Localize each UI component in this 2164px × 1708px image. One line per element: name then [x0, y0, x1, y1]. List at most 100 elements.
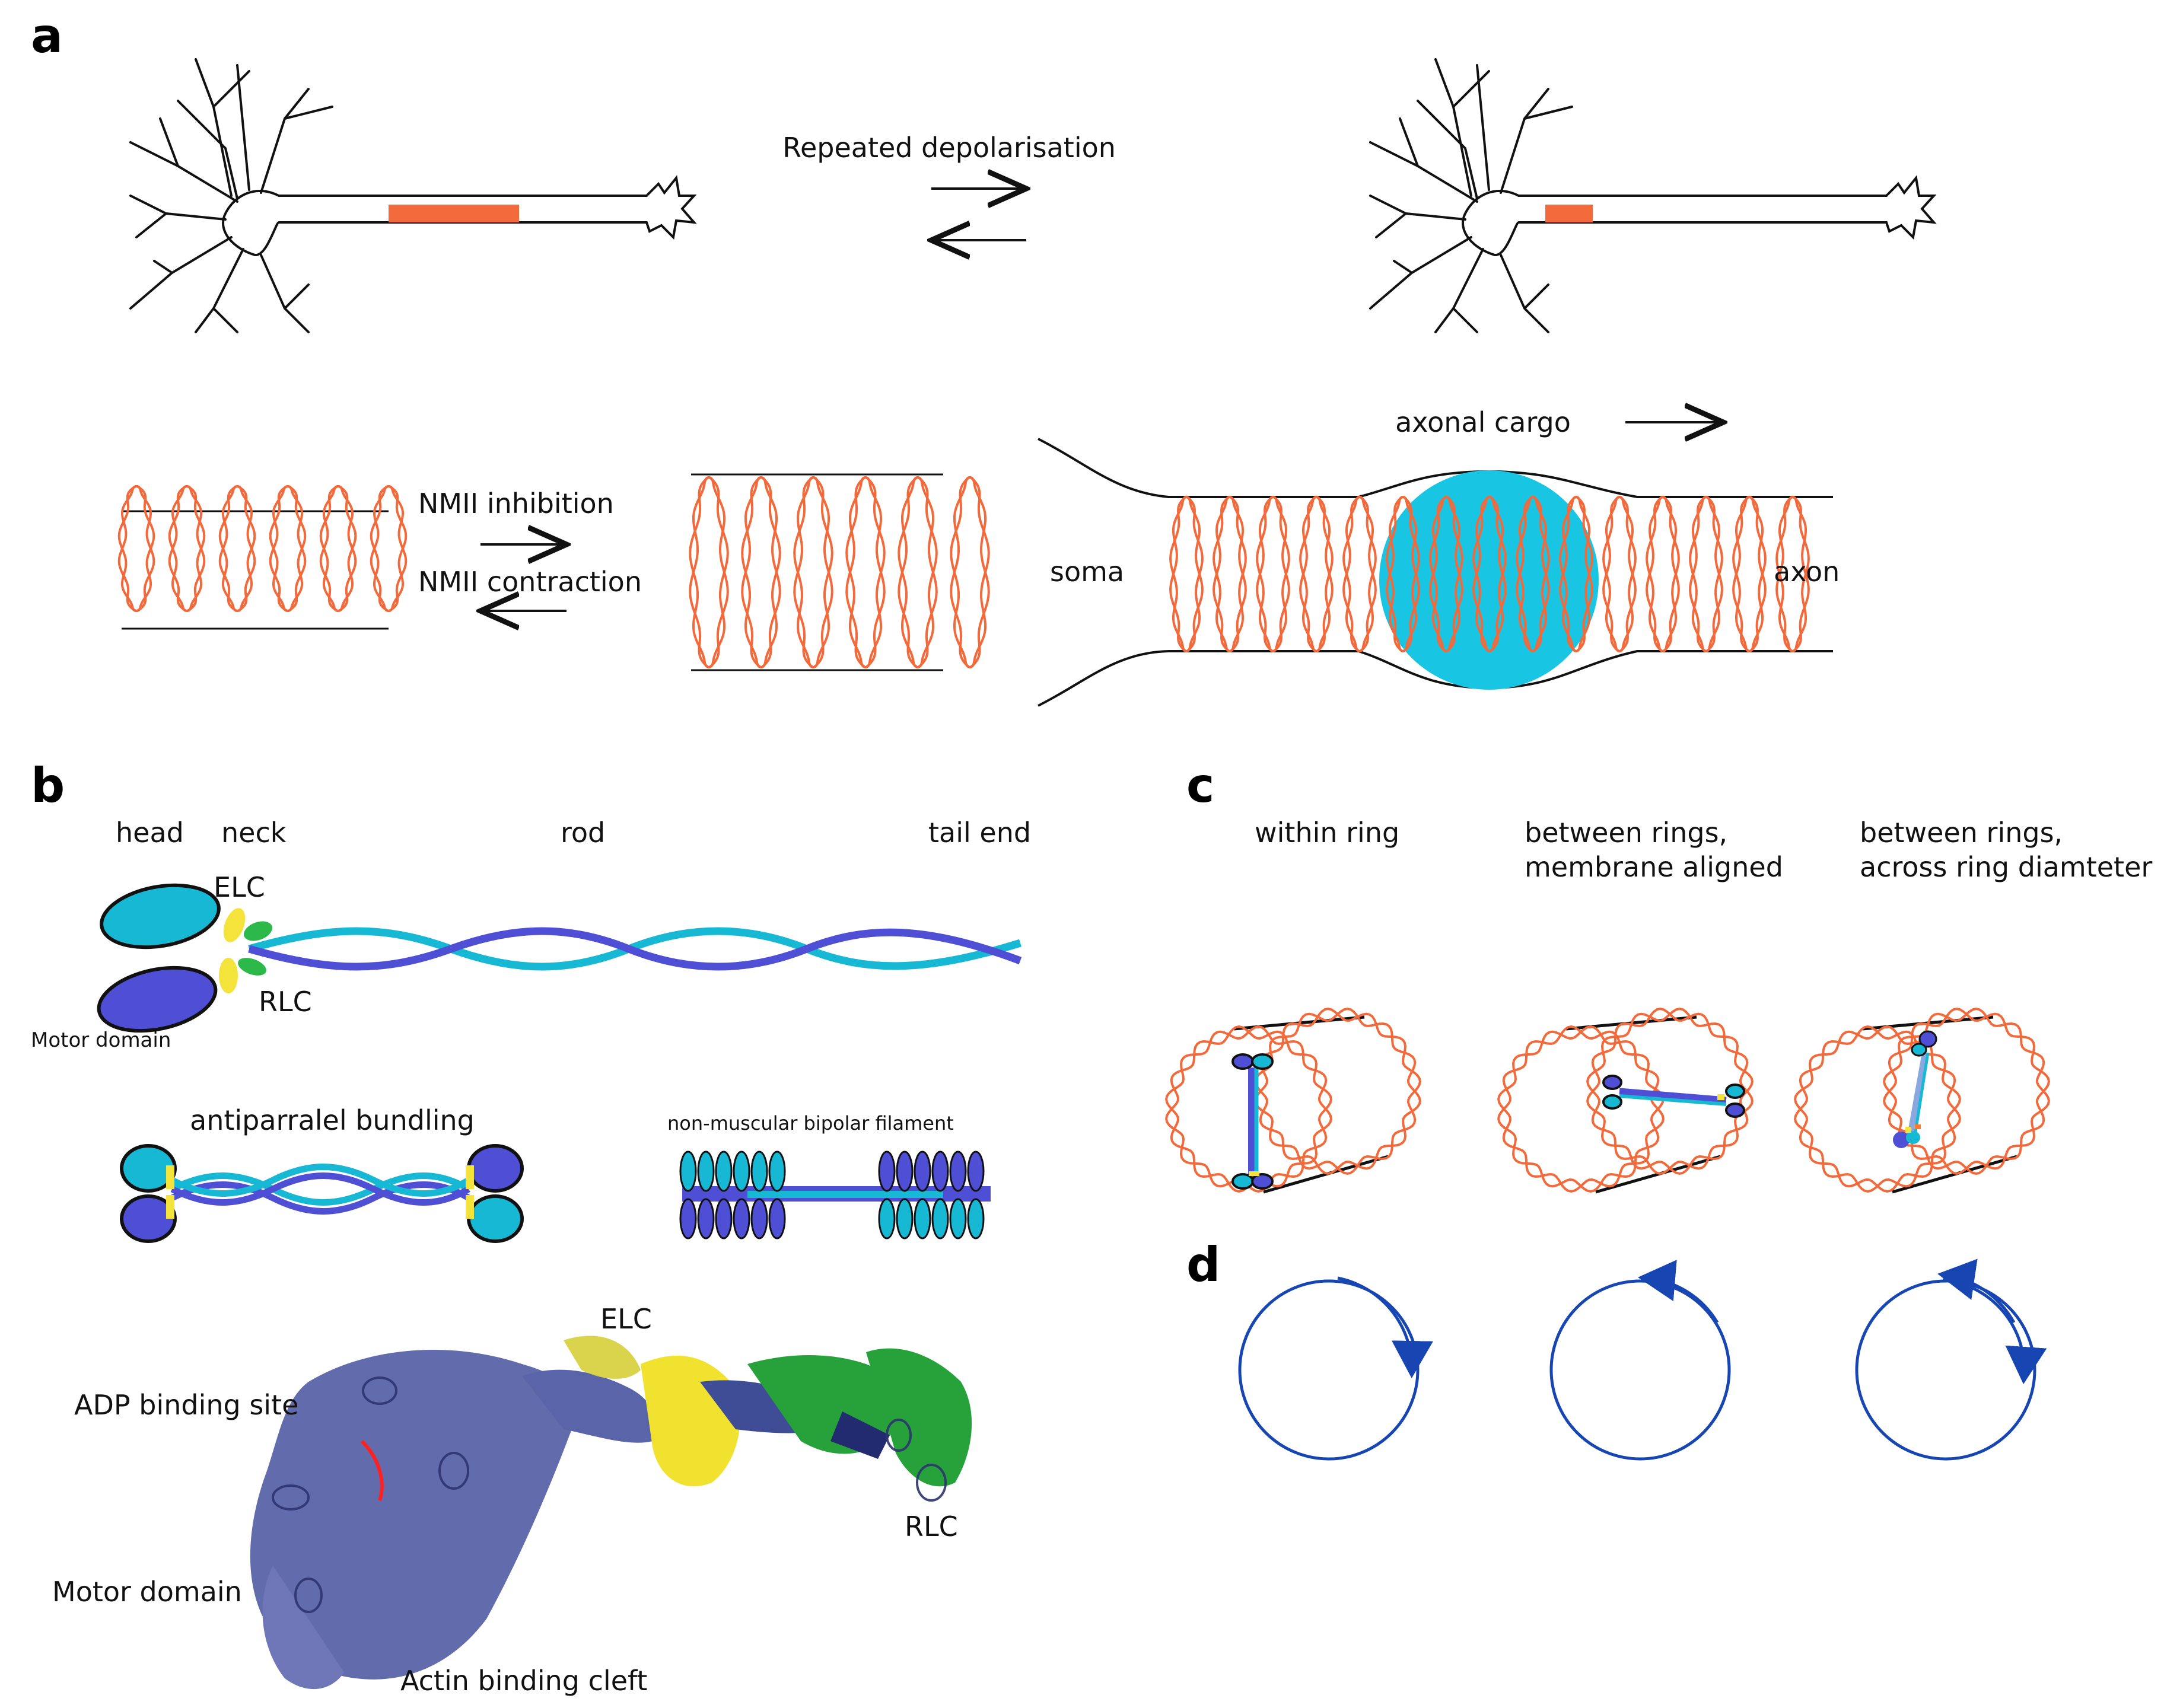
myosin-membrane-aligned [1602, 1075, 1745, 1118]
myosin-head [878, 1151, 896, 1192]
myosin-head [931, 1151, 949, 1192]
neuron-right [1369, 58, 1937, 333]
antiparallel-bundle [120, 1144, 524, 1243]
axon-membrane-bottom [1038, 650, 1833, 707]
actin-ring [1559, 495, 1593, 653]
actin-ring [370, 485, 408, 613]
myosin-head [750, 1198, 768, 1239]
panel-label-d: d [1186, 1237, 1220, 1292]
between-aligned-line1: between rings, [1525, 817, 1727, 849]
myosin-head [878, 1198, 896, 1239]
actin-ring-circle [1794, 1025, 1961, 1193]
structure-motor-domain-label: Motor domain [52, 1576, 242, 1608]
myosin-head [715, 1198, 733, 1239]
actin-ring [1689, 495, 1723, 653]
myosin-head [768, 1198, 786, 1239]
myosin-crystal-structure [250, 1336, 972, 1690]
myosin-head [697, 1198, 715, 1239]
actin-ring [1602, 495, 1637, 653]
myosin-head [750, 1151, 768, 1192]
structure-rlc-label: RLC [905, 1511, 958, 1543]
myosin-head [949, 1151, 967, 1192]
actin-ring [1299, 495, 1334, 653]
myosin-head [931, 1198, 949, 1239]
axon-membrane-top [1038, 438, 1833, 498]
actin-ring [168, 485, 206, 613]
panel-label-c: c [1186, 758, 1214, 813]
actin-ring [793, 476, 833, 669]
within-ring-label: within ring [1255, 817, 1399, 849]
actin-ring-circle [1165, 1025, 1332, 1193]
panel-label-b: b [31, 758, 65, 813]
myosin-head [967, 1198, 985, 1239]
actin-ring-circle [1254, 1008, 1421, 1175]
myosin-head [679, 1151, 697, 1192]
axon-initial-segment-long [389, 205, 519, 222]
elc-label: ELC [214, 871, 265, 903]
actin-ring [1342, 495, 1377, 653]
actin-ring [1516, 495, 1550, 653]
actin-ring-circle [1883, 1008, 2050, 1175]
myosin-head [733, 1198, 750, 1239]
axon-initial-segment-short [1545, 205, 1593, 222]
actin-ring [319, 485, 357, 613]
actin-ring [741, 476, 781, 669]
rotation-diagram-across-diameter [1855, 1258, 2047, 1461]
actin-ring [950, 476, 990, 669]
bipolar-filament [679, 1151, 991, 1239]
actin-ring [689, 476, 729, 669]
motor-domain-small-label: Motor domain [31, 1028, 171, 1052]
ring-pair-across-diameter [1794, 1008, 2050, 1194]
rotation-diagram-within-ring [1238, 1276, 1433, 1461]
between-aligned-line2: membrane aligned [1525, 851, 1783, 883]
myosin-head [733, 1151, 750, 1192]
tail-end-label: tail end [928, 817, 1031, 849]
myosin-molecule [97, 883, 1022, 1033]
rlc-label: RLC [259, 986, 312, 1018]
ring-pair-membrane-aligned [1497, 1008, 1754, 1194]
antiparallel-bundling-label: antiparralel bundling [190, 1104, 475, 1136]
depolarisation-label: Repeated depolarisation [782, 132, 1116, 164]
actin-ring [1732, 495, 1767, 653]
actin-ring [1646, 495, 1680, 653]
axonal-cargo-label: axonal cargo [1395, 406, 1571, 438]
head-label: head [116, 817, 184, 849]
neuron-left [129, 58, 697, 333]
myosin-within-ring [1231, 1053, 1274, 1190]
bipolar-filament-label: non-muscular bipolar filament [667, 1112, 954, 1135]
myosin-across-diameter [1893, 1030, 1937, 1148]
neck-label: neck [221, 817, 287, 849]
between-across-line2: across ring diamteter [1860, 851, 2152, 883]
myosin-head [679, 1198, 697, 1239]
actin-ring-circle [1586, 1008, 1754, 1175]
myosin-head [768, 1151, 786, 1192]
myosin-head [914, 1151, 931, 1192]
actin-binding-cleft-label: Actin binding cleft [400, 1665, 647, 1697]
myosin-head [914, 1198, 931, 1239]
structure-elc-label: ELC [600, 1303, 652, 1335]
myosin-head [697, 1151, 715, 1192]
adp-binding-site-label: ADP binding site [74, 1389, 298, 1421]
actin-ring [1472, 495, 1507, 653]
between-across-line1: between rings, [1860, 817, 2063, 849]
myosin-head [896, 1151, 914, 1192]
ring-pair-within-ring [1165, 1008, 1421, 1194]
actin-ring [1775, 495, 1810, 653]
myosin-head [896, 1198, 914, 1239]
ring-lattice-expanded [689, 473, 990, 671]
actin-ring [1213, 495, 1247, 653]
actin-ring [218, 485, 256, 613]
ring-lattice-relaxed [117, 485, 408, 630]
ring-lattice-cargo [1169, 495, 1810, 653]
actin-ring [1429, 495, 1463, 653]
myosin-head [949, 1198, 967, 1239]
actin-ring [1386, 495, 1420, 653]
rotation-diagram-membrane-aligned [1549, 1260, 1731, 1461]
actin-ring [117, 485, 155, 613]
myosin-head [967, 1151, 985, 1192]
nmii-inhibition-label: NMII inhibition [418, 487, 614, 520]
actin-ring-circle [1497, 1025, 1665, 1193]
actin-ring [845, 476, 886, 669]
actin-ring [1169, 495, 1204, 653]
